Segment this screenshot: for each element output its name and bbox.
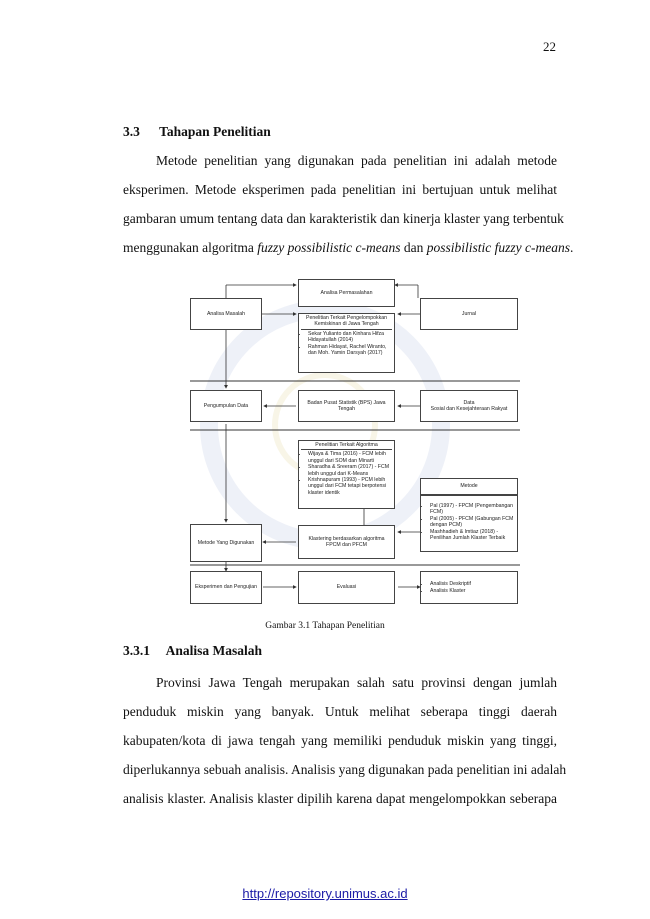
repository-link[interactable]: http://repository.unimus.ac.id bbox=[242, 886, 408, 901]
italic-term: fuzzy possibilistic c-means bbox=[257, 240, 401, 255]
box-analisa-masalah: Analisa Masalah bbox=[190, 298, 262, 330]
box-label: Metode Yang Digunakan bbox=[197, 539, 255, 546]
subsection-heading: 3.3.1 Analisa Masalah bbox=[123, 643, 262, 659]
box-evaluasi-list: Analisis Deskriptif Analisis Klaster bbox=[420, 571, 518, 604]
box-label: Badan Pusat Statistik (BPS) Jawa Tengah bbox=[307, 399, 386, 412]
box-metode-yang-digunakan: Metode Yang Digunakan bbox=[190, 524, 262, 562]
paragraph-line: Metode penelitian yang digunakan pada pe… bbox=[156, 153, 557, 168]
box-penelitian-kemiskinan: Penelitian Terkait Pengelompokkan Kemisk… bbox=[298, 313, 395, 373]
box-analisa-permasalahan: Analisa Permasalahan bbox=[298, 279, 395, 307]
box-label: Jurnal bbox=[461, 310, 477, 317]
section-heading: 3.3 Tahapan Penelitian bbox=[123, 124, 271, 140]
paragraph-line: eksperimen. Metode eksperimen pada penel… bbox=[123, 182, 557, 197]
box-data: Data Sosial dan Kesejahteraan Rakyat bbox=[420, 390, 518, 422]
list-item: Wijaya & Tima (2016) - FCM lebih unggul … bbox=[308, 451, 392, 464]
box-label: Analisa Permasalahan bbox=[320, 289, 373, 296]
flowchart-connectors bbox=[190, 283, 520, 589]
box-sublabel: Sosial dan Kesejahteraan Rakyat bbox=[430, 406, 508, 412]
list-item: Sharadha & Sreeram (2017) - FCM lebih un… bbox=[308, 464, 392, 477]
subsection-number: 3.3.1 bbox=[123, 643, 150, 658]
box-label: Data bbox=[463, 399, 475, 406]
box-label: Eksperimen dan Pengujian bbox=[194, 584, 257, 591]
box-eksperimen: Eksperimen dan Pengujian bbox=[190, 571, 262, 604]
text-run: . bbox=[569, 240, 574, 255]
list-item: Pal (1997) - FPCM (Pengembangan FCM) bbox=[430, 503, 515, 516]
paragraph-line: penduduk miskin yang banyak. Untuk melih… bbox=[123, 704, 557, 719]
box-label: Evaluasi bbox=[336, 584, 357, 591]
paragraph-line: analisis klaster. Analisis klaster dipil… bbox=[123, 791, 557, 806]
paragraph-line: menggunakan algoritma fuzzy possibilisti… bbox=[123, 233, 573, 262]
box-label: Klastering berdasarkan algoritma FPCM da… bbox=[308, 535, 385, 548]
box-metode-list: Pal (1997) - FPCM (Pengembangan FCM) Pal… bbox=[420, 495, 518, 552]
box-jurnal: Jurnal bbox=[420, 298, 518, 330]
list-item: Krishnapuram (1993) - PCM lebih unggul d… bbox=[308, 477, 392, 496]
section-number: 3.3 bbox=[123, 124, 140, 139]
box-title: Penelitian Terkait Algoritma bbox=[301, 442, 392, 451]
box-label: Metode bbox=[460, 483, 478, 490]
paragraph-analisa-masalah: Provinsi Jawa Tengah merupakan salah sat… bbox=[123, 668, 567, 813]
box-klastering: Klastering berdasarkan algoritma FPCM da… bbox=[298, 525, 395, 559]
list-item: Analisis Deskriptif bbox=[430, 581, 471, 587]
flowchart: Analisa Permasalahan Analisa Masalah Jur… bbox=[188, 277, 522, 608]
list-item: Rahman Hidayat, Rachel Wiranto, dan Moh.… bbox=[308, 344, 392, 357]
box-bps: Badan Pusat Statistik (BPS) Jawa Tengah bbox=[298, 390, 395, 422]
paragraph-method: Metode penelitian yang digunakan pada pe… bbox=[123, 146, 573, 262]
paragraph-line: Provinsi Jawa Tengah merupakan salah sat… bbox=[156, 675, 557, 690]
text-run: menggunakan algoritma bbox=[123, 240, 258, 255]
box-penelitian-algoritma: Penelitian Terkait Algoritma Wijaya & Ti… bbox=[298, 440, 395, 509]
list-item: Sekar Yulianto dan Kinhara Hifza Hidayat… bbox=[308, 331, 392, 344]
box-evaluasi: Evaluasi bbox=[298, 571, 395, 604]
list-item: Pal (2005) - PFCM (Gabungan FCM dengan P… bbox=[430, 516, 515, 529]
list-item: Analisis Klaster bbox=[430, 588, 471, 594]
paragraph-line: diperlukannya sebuah analisis. Analisis … bbox=[123, 762, 567, 777]
italic-term: possibilistic fuzzy c-means bbox=[426, 240, 570, 255]
section-title: Tahapan Penelitian bbox=[159, 124, 271, 139]
figure-caption: Gambar 3.1 Tahapan Penelitian bbox=[265, 621, 385, 631]
box-label: Pengumpulan Data bbox=[203, 402, 249, 409]
box-label: Analisa Masalah bbox=[206, 310, 246, 317]
list-item: Mashhadieh & Imtiaz (2018) - Penilihan J… bbox=[430, 529, 515, 542]
paragraph-line: gambaran umum tentang data dan karakteri… bbox=[123, 211, 564, 226]
paragraph-line: kabupaten/kota di jawa tengah yang memil… bbox=[123, 733, 557, 748]
box-title: Penelitian Terkait Pengelompokkan Kemisk… bbox=[301, 315, 392, 330]
box-metode: Metode bbox=[420, 478, 518, 495]
box-pengumpulan-data: Pengumpulan Data bbox=[190, 390, 262, 422]
subsection-title: Analisa Masalah bbox=[165, 643, 263, 658]
page-number: 22 bbox=[543, 39, 556, 54]
text-run: dan bbox=[400, 240, 427, 255]
